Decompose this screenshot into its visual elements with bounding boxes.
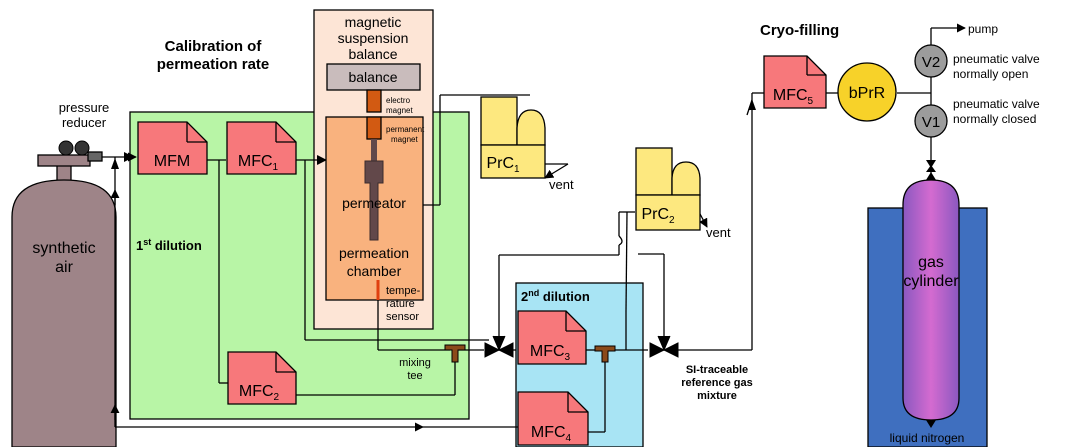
si-label-line3: mixture: [697, 390, 737, 402]
arrow-line-segment: [111, 158, 119, 169]
first-dilution-label: 1st dilution: [136, 237, 202, 253]
permeator-label: permeator: [342, 195, 406, 211]
sensor-label-line1: tempe-: [386, 285, 421, 297]
balance-title-line1: magnetic: [345, 14, 402, 30]
mixing-tee-label-line2: tee: [407, 370, 422, 382]
mixing-tee-label-line1: mixing: [399, 357, 431, 369]
permanent-magnet-label-line1: permanent: [386, 125, 425, 134]
chamber-label-line1: permeation: [339, 245, 409, 261]
second-dilution-label: 2nd dilution: [521, 288, 590, 304]
balance-title-line3: balance: [348, 46, 397, 62]
mfm-label: MFM: [154, 153, 190, 170]
sensor-label-line3: sensor: [386, 311, 419, 323]
gas-cylinder-label-line1: gas: [918, 254, 944, 271]
mfc4-label: MFC4: [531, 424, 572, 444]
electromagnet-label-line2: magnet: [386, 106, 413, 115]
valve-v2: V2: [914, 44, 948, 78]
mfc1-unit: MFC1: [226, 121, 297, 175]
electromagnet: [366, 89, 382, 113]
synthetic-air-cylinder: synthetic air: [11, 164, 117, 447]
mfm-unit: MFM: [137, 121, 208, 175]
v1-label: V1: [922, 114, 940, 131]
mfc2-unit: MFC2: [227, 351, 297, 405]
v2-label: V2: [922, 54, 940, 71]
cylinder-label-line2: air: [55, 259, 73, 276]
v2-desc-line2: normally open: [953, 67, 1028, 81]
si-label-line1: SI-traceable: [686, 364, 748, 376]
back-pressure-regulator: bPrR: [837, 62, 897, 122]
vent2-label: vent: [706, 225, 731, 240]
mfc2-label: MFC2: [239, 383, 280, 403]
balance-block: [326, 63, 421, 91]
cryo-filling-heading: Cryo-filling: [760, 22, 839, 39]
arrow-into-cylinder: [926, 165, 936, 172]
mfc5-unit: MFC5: [763, 55, 827, 109]
prc2-unit: PrC2: [635, 147, 701, 231]
three-way-valve-2: [649, 335, 679, 358]
mfc4-unit: MFC4: [517, 391, 589, 446]
v1-desc-line2: normally closed: [953, 112, 1036, 126]
chamber-label-line2: chamber: [347, 263, 402, 279]
prc1-unit: PrC1: [480, 96, 546, 179]
permanent-magnet-label-line2: magnet: [391, 135, 418, 144]
pressure-reducer-label-line2: reducer: [62, 115, 107, 130]
pressure-reducer: [37, 140, 103, 167]
gas-cylinder: gas cylinder: [902, 172, 960, 428]
mfc1-label: MFC1: [238, 153, 279, 173]
balance-title-line2: suspension: [338, 30, 409, 46]
mfc5-label: MFC5: [773, 87, 814, 107]
arrow-cryo-up: [748, 99, 756, 110]
arrow-into-chamber: [317, 155, 326, 165]
v2-desc-line1: pneumatic valve: [953, 52, 1040, 66]
permanent-magnet: [366, 116, 382, 140]
vent1-label: vent: [549, 177, 574, 192]
cylinder-label-line1: synthetic: [32, 240, 95, 257]
permeator-stem: [371, 139, 377, 161]
valve-v1: V1: [914, 104, 948, 138]
sensor-label-line2: rature: [386, 298, 415, 310]
permeator-body: [364, 160, 384, 241]
calibration-heading-line2: permeation rate: [157, 56, 270, 73]
electromagnet-label-line1: electro: [386, 96, 411, 105]
gas-cylinder-label-line2: cylinder: [903, 273, 959, 290]
pump-label: pump: [968, 22, 998, 36]
arrow-to-mfm: [124, 152, 134, 162]
liquid-nitrogen-label: liquid nitrogen: [890, 431, 965, 445]
v1-desc-line1: pneumatic valve: [953, 97, 1040, 111]
arrow-down-1: [926, 160, 936, 168]
si-label-line2: reference gas: [681, 377, 753, 389]
prc1-label: PrC1: [486, 155, 520, 175]
prc2-label: PrC2: [641, 206, 675, 226]
mfc3-label: MFC3: [530, 343, 571, 363]
pressure-reducer-label-line1: pressure: [59, 100, 110, 115]
calibration-heading-line1: Calibration of: [165, 38, 263, 55]
balance-block-label: balance: [348, 69, 397, 85]
bprr-label: bPrR: [849, 85, 885, 102]
three-way-valve-1: [484, 335, 514, 358]
mixing-tee-1: [444, 344, 466, 363]
mfc3-unit: MFC3: [517, 310, 587, 365]
mixing-tee-2: [594, 345, 616, 363]
